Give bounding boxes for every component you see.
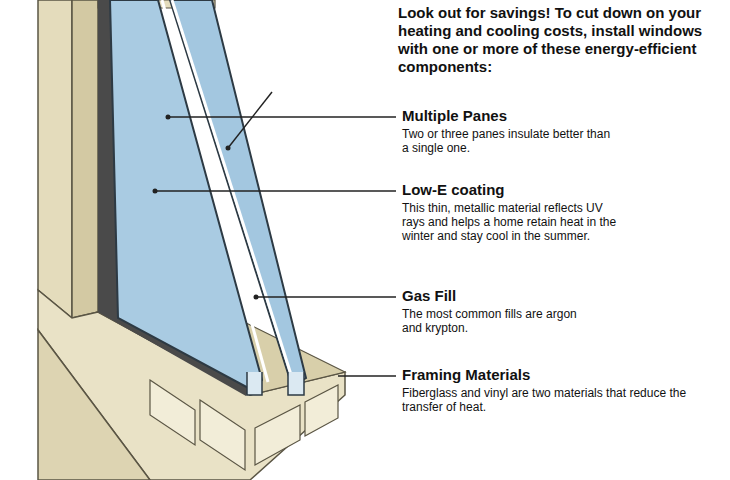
callout-body: The most common fills are argon and kryp…: [402, 307, 592, 335]
glazing-channel: [288, 372, 304, 395]
leader-line: [155, 190, 396, 192]
callout-heading: Framing Materials: [402, 366, 530, 384]
title-text: Look out for savings! To cut down on you…: [398, 4, 724, 76]
frame-inner: [72, 0, 98, 318]
callout-heading: Multiple Panes: [402, 107, 507, 125]
frame-chamber: [255, 405, 300, 465]
leader-dot: [226, 146, 231, 151]
leader-line: [338, 375, 396, 377]
frame-chamber: [150, 380, 195, 445]
callout-body: Fiberglass and vinyl are two materials t…: [402, 386, 692, 414]
callout-body: This thin, metallic material reflects UV…: [402, 201, 627, 243]
leader-line: [168, 116, 396, 118]
frame-side: [38, 0, 72, 318]
glass-edge: [172, 0, 294, 384]
callout-body: Two or three panes insulate better than …: [402, 127, 612, 155]
callout-heading: Gas Fill: [402, 287, 456, 305]
frame-chamber: [200, 400, 245, 470]
frame-chamber: [305, 385, 338, 436]
leader-line: [256, 296, 396, 298]
frame-sill-face: [38, 330, 150, 480]
leader-dot: [166, 115, 171, 120]
callout-heading: Low-E coating: [402, 181, 505, 199]
leader-dot: [153, 189, 158, 194]
glass-pane: [170, 0, 306, 386]
leader-line: [228, 92, 272, 148]
glazing-channel: [247, 372, 262, 395]
leader-dot: [254, 295, 259, 300]
